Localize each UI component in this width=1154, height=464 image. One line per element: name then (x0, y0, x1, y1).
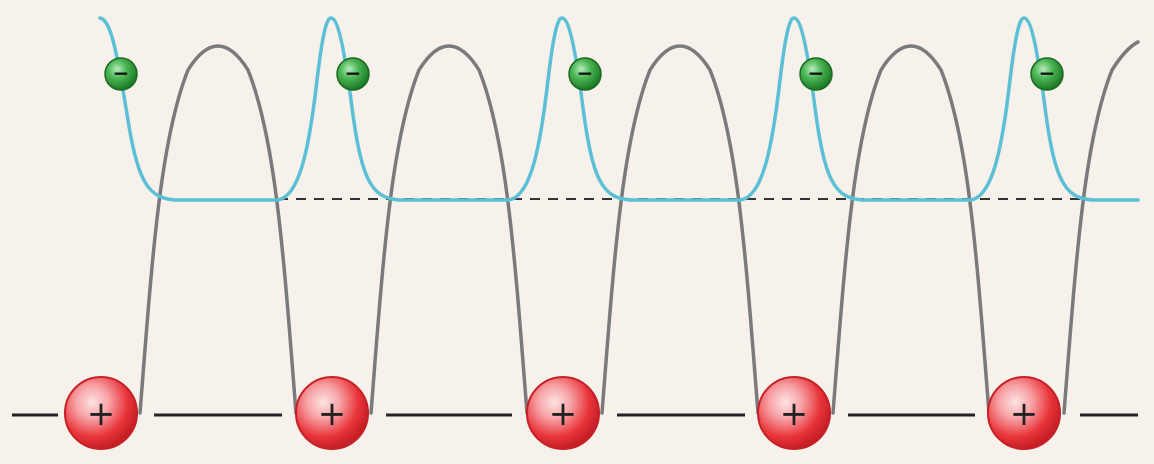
ion-plus-sign: + (1010, 394, 1039, 434)
positive-ion: + (757, 376, 831, 450)
wavefunction-path (98, 16, 1140, 202)
electron: − (336, 57, 370, 91)
ion-sphere (757, 376, 831, 450)
electron-minus-sign: − (345, 61, 362, 85)
ion-plus-sign: + (318, 394, 347, 434)
ion-sphere (64, 376, 138, 450)
positive-ion: + (987, 376, 1061, 450)
electron-sphere (104, 57, 138, 91)
electron-minus-sign: − (577, 61, 594, 85)
electron-sphere (799, 57, 833, 91)
ion-sphere (295, 376, 369, 450)
potential-arch (1062, 40, 1140, 415)
electron-sphere (568, 57, 602, 91)
potential-arch (369, 44, 529, 415)
ion-sphere (526, 376, 600, 450)
electron-sphere (336, 57, 370, 91)
potential-arch (600, 44, 760, 415)
potential-arch (138, 44, 298, 415)
ion-plus-sign: + (549, 394, 578, 434)
potential-curve (138, 40, 1140, 415)
electron-minus-sign: − (808, 61, 825, 85)
positive-ion: + (526, 376, 600, 450)
potential-arch (831, 44, 991, 415)
ion-layer: + + + + + (64, 376, 1061, 450)
electron: − (1030, 57, 1064, 91)
positive-ion: + (64, 376, 138, 450)
positive-ion: + (295, 376, 369, 450)
ion-sphere (987, 376, 1061, 450)
electron-minus-sign: − (113, 61, 130, 85)
electron: − (799, 57, 833, 91)
ion-plus-sign: + (87, 394, 116, 434)
ion-plus-sign: + (780, 394, 809, 434)
electron-sphere (1030, 57, 1064, 91)
electron: − (104, 57, 138, 91)
electron-minus-sign: − (1039, 61, 1056, 85)
electron-layer: −−−−− (104, 57, 1064, 91)
electron: − (568, 57, 602, 91)
wavefunction-curve (98, 16, 1140, 202)
